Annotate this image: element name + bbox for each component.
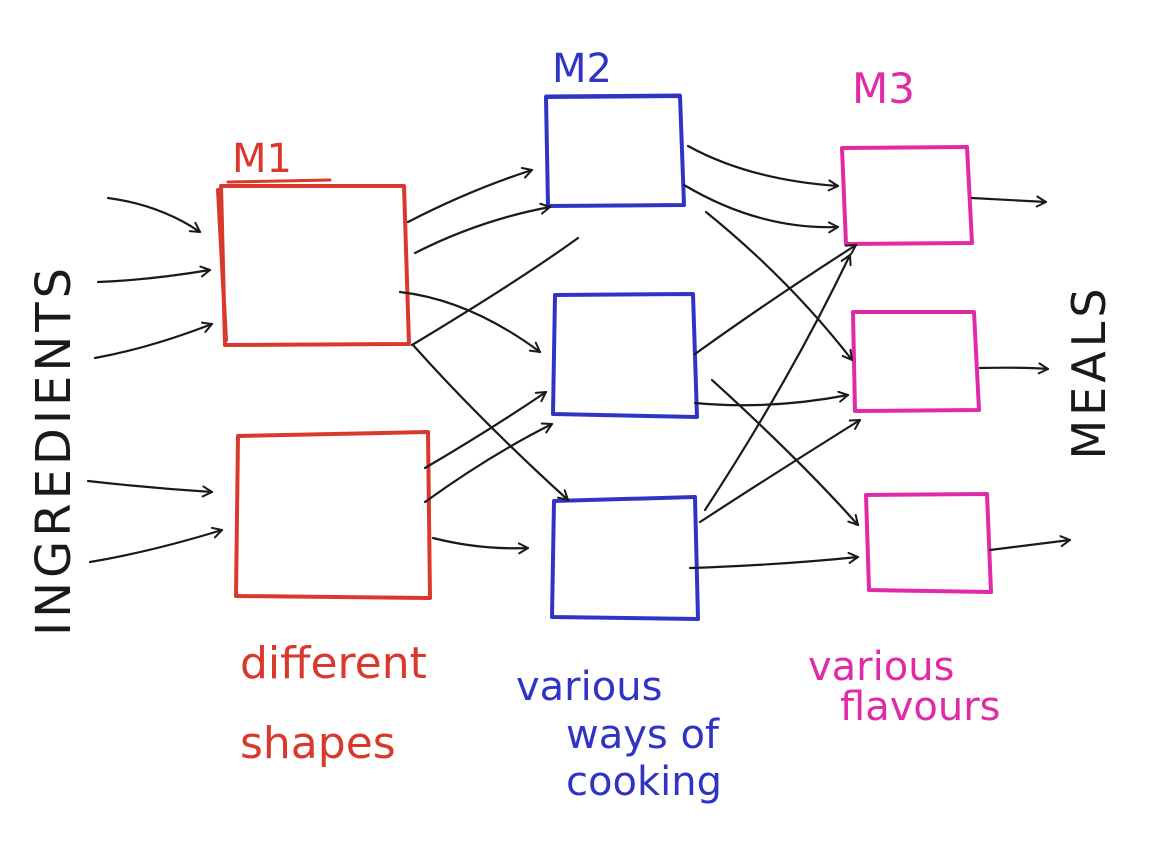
m3-caption: various flavours — [808, 644, 1001, 730]
connector-arrow — [431, 536, 530, 555]
m2-caption: various ways of cooking — [516, 664, 722, 805]
m2-box-1 — [544, 94, 686, 208]
connector-arrow — [703, 253, 852, 512]
m1-to-m2-arrows — [398, 167, 580, 555]
input-arrow — [106, 196, 202, 234]
output-arrow — [970, 195, 1048, 208]
m1-group — [216, 184, 432, 600]
connector-arrow — [413, 202, 552, 255]
output-arrow — [988, 535, 1072, 552]
connector-arrow — [704, 210, 854, 362]
output-arrows — [970, 195, 1072, 552]
m1-caption-line-2: shapes — [240, 718, 396, 769]
m2-caption-line-2: ways of — [566, 712, 720, 758]
m3-caption-line-2: flavours — [840, 684, 1001, 730]
connector-arrow — [698, 418, 862, 524]
input-arrow — [88, 526, 224, 564]
m3-caption-line-1: various — [808, 644, 954, 690]
m2-box-3 — [550, 495, 700, 621]
m3-box-1 — [840, 145, 974, 246]
m2-group — [544, 94, 700, 621]
connector-arrow — [410, 236, 580, 347]
meals-label: MEALS — [1062, 284, 1116, 459]
m3-title: M3 — [852, 64, 915, 113]
m2-caption-line-1: various — [516, 664, 662, 710]
m1-caption: different shapes — [240, 638, 427, 769]
connector-arrow — [406, 167, 534, 224]
input-arrow — [93, 321, 214, 360]
connector-arrow — [398, 290, 542, 354]
connector-arrow — [686, 144, 840, 192]
m3-group — [840, 145, 993, 594]
connector-arrow — [710, 378, 860, 527]
connector-arrow — [423, 422, 554, 504]
input-arrow — [86, 479, 214, 498]
m1-box-1 — [216, 184, 411, 347]
m2-caption-line-3: cooking — [566, 759, 722, 805]
m1-title: M1 — [232, 136, 292, 182]
m3-box-2 — [851, 310, 981, 413]
m1-caption-line-1: different — [240, 638, 427, 689]
connector-arrow — [693, 243, 858, 356]
m2-title: M2 — [552, 46, 612, 92]
output-arrow — [978, 362, 1050, 375]
connector-arrow — [688, 551, 860, 570]
m2-box-2 — [551, 292, 699, 419]
input-arrow — [96, 265, 212, 284]
input-arrows — [86, 196, 224, 564]
connector-arrow — [423, 390, 548, 470]
m1-box-2 — [234, 430, 432, 600]
m2-to-m3-arrows — [682, 144, 862, 570]
m3-box-3 — [864, 492, 993, 594]
m1-title-underline — [226, 178, 332, 184]
connector-arrow — [411, 343, 570, 502]
connector-arrow — [682, 183, 840, 234]
ingredients-label: INGREDIENTS — [26, 264, 82, 636]
